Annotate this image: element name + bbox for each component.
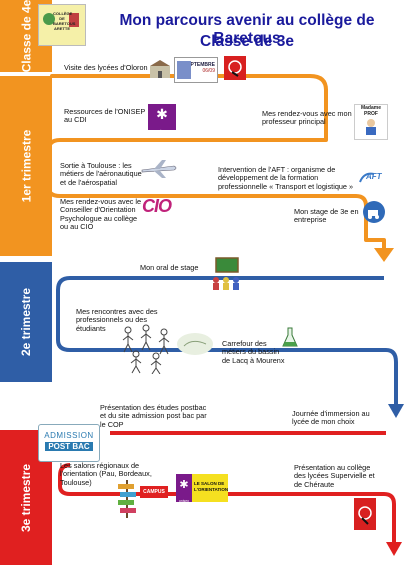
step-presentation: Présentation au collège des lycées Super… xyxy=(294,463,375,489)
madame-prof-label-2: PROF xyxy=(364,111,378,117)
red-path xyxy=(58,431,402,556)
signpost-icon xyxy=(116,478,138,518)
page-title: Mon parcours avenir au collège de Bareto… xyxy=(119,12,375,47)
onisep-label: onisep xyxy=(155,129,169,134)
onisep-logo: ✱ onisep xyxy=(148,104,176,134)
step-lycees: Visite des lycées d'Oloron xyxy=(64,63,148,72)
apb-label-2: POST BAC xyxy=(45,442,93,451)
madame-prof-label-1: Madame xyxy=(360,105,381,111)
page-subtitle: Classe de 3e xyxy=(200,33,294,50)
admission-post-bac-logo: ADMISSION POST BAC xyxy=(38,424,100,462)
step-stage: Mon stage de 3e en entreprise xyxy=(294,207,359,225)
step-immersion: Journée d'immersion au lycée de mon choi… xyxy=(292,409,370,427)
blue-path xyxy=(56,276,404,418)
step-onisep: Ressources de l'ONISEP au CDI xyxy=(64,107,146,125)
step-postbac: Présentation des études postbac et du si… xyxy=(100,403,207,429)
people-crowd-icon xyxy=(118,322,174,375)
campus-flag: CAMPUS xyxy=(140,486,168,498)
step-rencontres: Mes rencontres avec des professionnels o… xyxy=(76,307,158,333)
orange-path xyxy=(46,74,394,262)
septembre-label: SEPTEMBRE xyxy=(183,62,215,68)
cio-label: CIO xyxy=(142,196,172,216)
svg-text:✱: ✱ xyxy=(179,478,188,491)
stage-entreprise-icon xyxy=(362,200,386,224)
logo-text: COLLÈGE DE BARETOUS ARETTE xyxy=(53,11,76,31)
salon-label-2: L'ORIENTATION xyxy=(194,487,229,492)
salon-label-1: LE SALON DE xyxy=(194,481,225,486)
campus-label: CAMPUS xyxy=(143,489,165,495)
lycee-building-icon xyxy=(148,58,172,80)
school-emblem-red-icon-2 xyxy=(354,498,376,530)
step-oral: Mon oral de stage xyxy=(140,263,199,272)
step-cop: Mes rendez-vous avec le Conseiller d'Ori… xyxy=(60,197,142,232)
logo-emblem-icon xyxy=(43,13,79,27)
school-emblem-red-icon xyxy=(224,56,246,80)
septembre-date: 06/09 xyxy=(202,68,215,74)
svg-text:✱: ✱ xyxy=(156,107,168,123)
step-aft: Intervention de l'AFT : organisme de dév… xyxy=(218,165,354,191)
college-logo: COLLÈGE DE BARETOUS ARETTE xyxy=(38,4,86,46)
aft-label: AFT xyxy=(366,172,382,181)
septembre-poster: SEPTEMBRE 06/09 xyxy=(174,57,218,83)
step-salons: Les salons régionaux de l'orientation (P… xyxy=(60,461,152,487)
airplane-icon xyxy=(140,158,178,180)
band-1er-trimestre: 1er trimestre xyxy=(0,76,52,256)
band-2e-trimestre: 2e trimestre xyxy=(0,262,52,382)
carrefour-map-icon xyxy=(176,332,214,356)
aft-logo: AFT xyxy=(358,168,384,186)
flask-icon xyxy=(282,326,298,348)
madame-prof-icon: Madame PROF xyxy=(354,104,388,140)
salon-onisep-label: onisep xyxy=(178,499,190,503)
step-toulouse: Sortie à Toulouse : les métiers de l'aér… xyxy=(60,161,142,187)
cio-logo: CIO xyxy=(142,196,188,220)
step-carrefour: Carrefour des métiers du bassin de Lacq … xyxy=(222,339,285,365)
step-prof: Mes rendez-vous avec mon professeur prin… xyxy=(262,109,352,127)
salon-orientation-logo: ✱ onisep LE SALON DE L'ORIENTATION xyxy=(176,474,229,503)
apb-label-1: ADMISSION xyxy=(44,431,94,440)
oral-presentation-icon xyxy=(210,256,244,292)
